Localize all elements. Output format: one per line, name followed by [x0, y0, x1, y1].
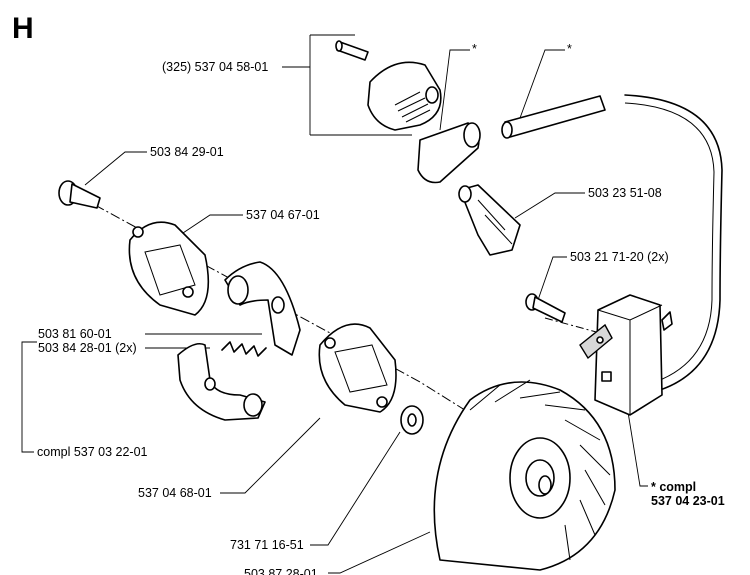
top-plate: [128, 221, 210, 316]
spring-part: [221, 341, 267, 357]
label-spring: 503 81 60-01: [38, 327, 112, 341]
ignition-lead-tube: [501, 95, 606, 139]
washer-part: [400, 405, 424, 435]
clutch-pawl-lower: [177, 342, 266, 421]
spark-plug: [458, 184, 521, 256]
leader-lines: [21, 34, 648, 574]
coil-screw: [525, 293, 566, 323]
ignition-module: [579, 294, 673, 416]
spark-plug-cover: [367, 61, 442, 131]
section-letter: H: [12, 12, 34, 45]
label-ignition-compl: * compl: [651, 480, 696, 494]
label-plate-bottom: 537 04 68-01: [138, 486, 212, 500]
label-washer: 731 71 16-51: [230, 538, 304, 552]
label-screw-top: 503 84 29-01: [150, 145, 224, 159]
label-star-b: *: [567, 42, 572, 56]
label-star-a: *: [472, 42, 477, 56]
label-coil-screw: 503 21 71-20 (2x): [570, 250, 669, 264]
flywheel-part: [433, 379, 616, 571]
pin-part: [335, 40, 369, 61]
label-flywheel: 503 87 28-01: [244, 567, 318, 575]
label-assembly: compl 537 03 22-01: [37, 445, 148, 459]
spark-plug-boot: [417, 122, 481, 184]
clutch-pawl-upper: [224, 261, 301, 356]
bottom-plate: [318, 323, 397, 413]
screw-part: [58, 180, 101, 209]
label-cover: (325) 537 04 58-01: [162, 60, 268, 74]
label-pawl: 503 84 28-01 (2x): [38, 341, 137, 355]
label-plate-top: 537 04 67-01: [246, 208, 320, 222]
label-spark-plug: 503 23 51-08: [588, 186, 662, 200]
ignition-cable: [624, 94, 723, 391]
label-ignition-part: 537 04 23-01: [651, 494, 725, 508]
